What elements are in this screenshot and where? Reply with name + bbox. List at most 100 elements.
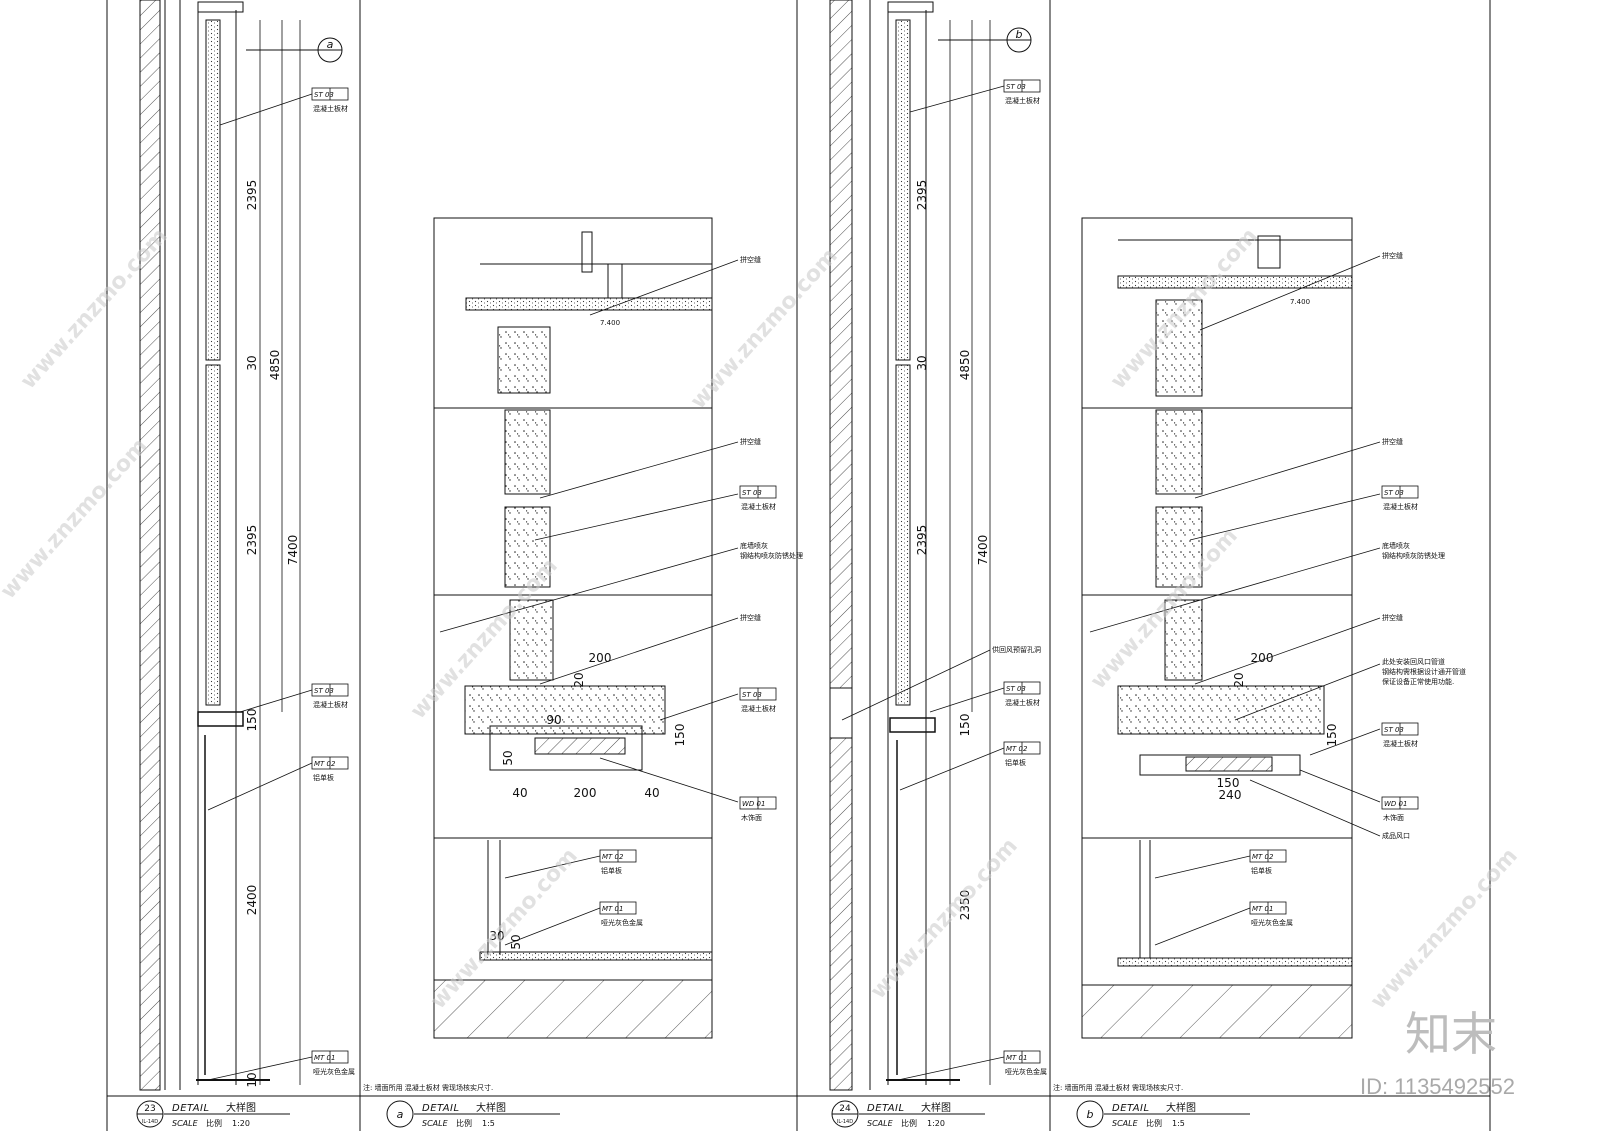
svg-text:混凝土板材: 混凝土板材 [1005, 698, 1040, 707]
svg-text:哑光灰色金属: 哑光灰色金属 [1251, 918, 1293, 927]
d24-tag-1: ST 03 混凝土板材 [1003, 79, 1041, 105]
d24-dim-gap: 30 [915, 355, 929, 370]
watermark-layer: www.znzmo.com www.znzmo.com www.znzmo.co… [0, 224, 1523, 1014]
title-23-label: DETAIL [172, 1103, 210, 1114]
title-block-23 [136, 1100, 290, 1128]
db-note-3: 底墙喷灰 [1382, 541, 1410, 550]
d23-tag-1: ST 03 混凝土板材 [311, 87, 349, 113]
svg-text:铝单板: 铝单板 [1005, 758, 1026, 767]
da-dim-20: 20 [572, 672, 586, 687]
title-23-scale-label: SCALE [172, 1119, 199, 1128]
da-note-1: 拼空缝 [740, 255, 761, 264]
svg-text:混凝土板材: 混凝土板材 [741, 502, 776, 511]
d23-dim-band: 150 [245, 709, 259, 732]
d24-dim-top: 2395 [915, 180, 929, 211]
title-24-scale: 1:20 [927, 1119, 945, 1128]
db-note-4: 钢结构喷灰防锈处理 [1382, 551, 1445, 560]
svg-text:ST 03: ST 03 [1006, 83, 1026, 91]
svg-text:哑光灰色金属: 哑光灰色金属 [313, 1067, 355, 1076]
svg-text:MT 01: MT 01 [602, 905, 623, 913]
db-tag-wd01: WD 01 木饰面 [1381, 796, 1419, 822]
svg-text:MT 02: MT 02 [1006, 745, 1028, 753]
sheet-frame [106, 0, 1491, 1131]
title-a-scale: 1:5 [482, 1119, 495, 1128]
svg-text:www.znzmo.com: www.znzmo.com [1366, 844, 1523, 1014]
section-marker-b [1006, 27, 1032, 53]
svg-text:ST 03: ST 03 [314, 687, 334, 695]
title-block-a [386, 1100, 560, 1128]
svg-text:混凝土板材: 混凝土板材 [313, 700, 348, 709]
title-23-ref: IL-14D [142, 1119, 158, 1125]
db-tag-st03-b: ST 03 混凝土板材 [1381, 722, 1419, 748]
d24-dim-total: 7400 [976, 535, 990, 566]
db-dim-150: 150 [1325, 724, 1339, 747]
title-24-ref: IL-14D [837, 1119, 853, 1125]
db-note-8: 保证设备正常使用功能. [1382, 677, 1454, 686]
svg-text:ST 03: ST 03 [1006, 685, 1026, 693]
db-dim-20: 20 [1232, 672, 1246, 687]
da-dim-200b: 200 [574, 786, 597, 800]
title-a-id: a [397, 1108, 404, 1121]
svg-text:WD 01: WD 01 [1384, 800, 1407, 808]
d23-tag-2: ST 03 混凝土板材 [311, 683, 349, 709]
svg-text:铝单板: 铝单板 [601, 866, 622, 875]
title-a-scale-label: SCALE [422, 1119, 449, 1128]
svg-text:混凝土板材: 混凝土板材 [741, 704, 776, 713]
title-23-cn: 大样图 [226, 1101, 256, 1114]
title-b-id: b [1087, 1108, 1094, 1121]
title-23-scale-cn: 比例 [206, 1118, 222, 1128]
da-dim-200: 200 [589, 651, 612, 665]
svg-text:MT 02: MT 02 [314, 760, 336, 768]
d23-dim-top: 2395 [245, 180, 259, 211]
svg-text:www.znzmo.com: www.znzmo.com [866, 834, 1023, 1004]
title-a-scale-cn: 比例 [456, 1118, 472, 1128]
section-marker-a [317, 37, 343, 63]
svg-text:铝单板: 铝单板 [313, 773, 334, 782]
db-note-vent: 成品风口 [1382, 831, 1410, 840]
da-level: 7.400 [600, 319, 620, 327]
da-note-2: 拼空缝 [740, 437, 761, 446]
d23-tag-3: MT 02 铝单板 [311, 756, 349, 782]
d24-note-duct: 供回风预留孔洞 [992, 645, 1041, 654]
watermark-logo: 知末 [1405, 1007, 1497, 1061]
da-tag-mt02: MT 02 铝单板 [599, 849, 637, 875]
da-dim-50b: 50 [509, 934, 523, 949]
svg-text:ST 03: ST 03 [1384, 489, 1404, 497]
d23-dim-bottom: 10 [245, 1072, 259, 1087]
da-dim-50: 50 [501, 750, 515, 765]
title-a-cn: 大样图 [476, 1101, 506, 1114]
da-note-5: 拼空缝 [740, 613, 761, 622]
svg-text:MT 02: MT 02 [602, 853, 624, 861]
svg-text:ST 03: ST 03 [1384, 726, 1404, 734]
svg-text:混凝土板材: 混凝土板材 [1383, 739, 1418, 748]
db-tag-mt01: MT 01 哑光灰色金属 [1249, 901, 1293, 927]
title-b-label: DETAIL [1112, 1103, 1150, 1114]
svg-text:木饰面: 木饰面 [741, 813, 762, 822]
title-23-scale: 1:20 [232, 1119, 250, 1128]
db-level: 7.400 [1290, 298, 1310, 306]
svg-text:哑光灰色金属: 哑光灰色金属 [1005, 1067, 1047, 1076]
svg-text:ST 03: ST 03 [742, 489, 762, 497]
d24-dim-lower: 2350 [958, 890, 972, 921]
db-note-1: 拼空缝 [1382, 251, 1403, 260]
svg-text:MT 02: MT 02 [1252, 853, 1274, 861]
svg-text:木饰面: 木饰面 [1383, 813, 1404, 822]
d23-dim-mid: 2395 [245, 525, 259, 556]
detail-a [433, 217, 713, 1039]
svg-text:MT 01: MT 01 [1006, 1054, 1027, 1062]
d23-dim-lower: 2400 [245, 885, 259, 916]
d24-tag-2: ST 03 混凝土板材 [1003, 681, 1041, 707]
db-dim-200: 200 [1251, 651, 1274, 665]
da-dim-150: 150 [673, 724, 687, 747]
svg-text:ST 03: ST 03 [314, 91, 334, 99]
da-tag-wd01: WD 01 木饰面 [739, 796, 777, 822]
da-tag-st03-a: ST 03 混凝土板材 [739, 485, 777, 511]
svg-text:混凝土板材: 混凝土板材 [313, 104, 348, 113]
section-marker-a-label: a [327, 38, 334, 51]
da-dim-40a: 40 [512, 786, 527, 800]
title-23-id: 23 [144, 1104, 155, 1114]
title-24-label: DETAIL [867, 1103, 905, 1114]
da-tag-st03-b: ST 03 混凝土板材 [739, 687, 777, 713]
title-b-cn: 大样图 [1166, 1101, 1196, 1114]
